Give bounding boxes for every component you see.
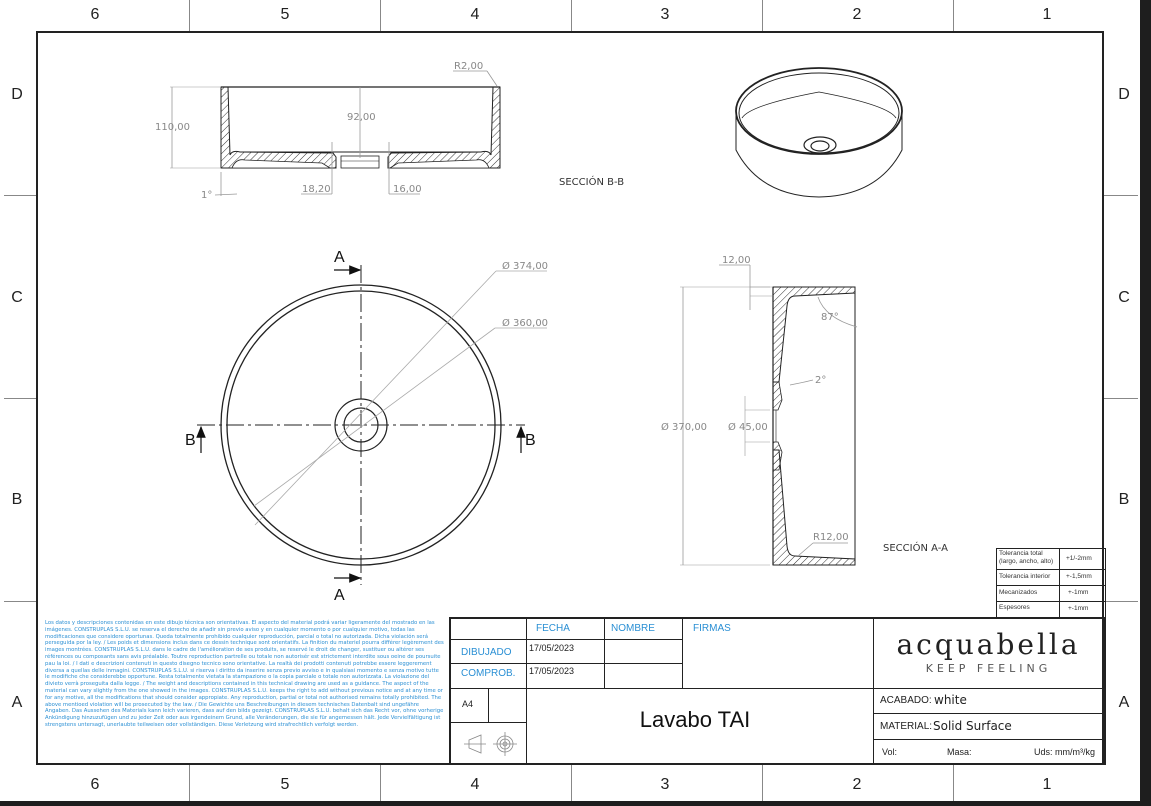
zone-col-2-bottom: 2 xyxy=(852,776,862,793)
dim-drain-right: 16,00 xyxy=(393,184,422,195)
tolerance-value: +-1mm xyxy=(1068,589,1089,596)
zone-col-3-bottom: 3 xyxy=(660,776,670,793)
zone-row-d-right: D xyxy=(1118,86,1130,103)
section-aa-view: Ø 370,00 Ø 45,00 12,00 87° 2° R12,00 xyxy=(661,255,858,566)
brand-logo: acquabella xyxy=(896,628,1081,661)
drawing-title: Lavabo TAI xyxy=(639,707,751,732)
tolerance-label: Espesores xyxy=(999,604,1030,611)
zone-row-c-left: C xyxy=(11,289,23,306)
zone-divider xyxy=(571,0,572,31)
zone-col-2-top: 2 xyxy=(852,6,862,23)
sheet-size: A4 xyxy=(462,699,474,709)
zone-divider xyxy=(953,765,954,801)
dim-aa-diameter: Ø 370,00 xyxy=(661,421,707,433)
zone-divider xyxy=(953,0,954,31)
zone-divider xyxy=(189,0,190,31)
zone-col-5-top: 5 xyxy=(280,6,290,23)
zone-divider xyxy=(380,0,381,31)
section-bb-view: 110,00 92,00 R2,00 1° 18,20 16,00 xyxy=(155,61,501,201)
zone-col-6-top: 6 xyxy=(90,6,100,23)
acabado-value: white xyxy=(934,693,967,707)
zone-divider xyxy=(571,765,572,801)
zone-divider xyxy=(4,398,36,399)
isometric-view xyxy=(735,67,903,198)
acabado-label: ACABADO: xyxy=(880,695,932,706)
section-bb-label: SECCIÓN B-B xyxy=(559,175,624,188)
zone-row-b-left: B xyxy=(11,491,23,508)
zone-row-c-right: C xyxy=(1118,289,1130,306)
zone-col-4-bottom: 4 xyxy=(470,776,480,793)
zone-col-3-top: 3 xyxy=(660,6,670,23)
masa-label: Masa: xyxy=(947,747,972,757)
date-dibujado: 17/05/2023 xyxy=(529,643,575,653)
dim-height: 110,00 xyxy=(155,122,190,133)
zone-col-5-bottom: 5 xyxy=(280,776,290,793)
dim-angle-outer: 87° xyxy=(821,312,839,323)
zone-col-1-top: 1 xyxy=(1042,6,1052,23)
zone-row-a-right: A xyxy=(1118,694,1130,711)
header-firmas: FIRMAS xyxy=(693,623,731,634)
cut-a-label-bottom: A xyxy=(334,587,345,604)
cut-a-label-top: A xyxy=(334,249,345,266)
zone-divider xyxy=(189,765,190,801)
dim-inner-depth: 92,00 xyxy=(347,112,376,123)
cut-b-label-left: B xyxy=(185,432,196,449)
date-comprob: 17/05/2023 xyxy=(529,666,575,676)
dim-outer-diameter: Ø 374,00 xyxy=(502,260,548,272)
tolerance-label: Mecanizados xyxy=(999,589,1038,596)
dim-drain-diameter: Ø 45,00 xyxy=(728,421,768,433)
zone-divider xyxy=(380,765,381,801)
material-value: Solid Surface xyxy=(933,719,1012,733)
tolerance-value: +-1mm xyxy=(1068,605,1089,612)
zone-divider xyxy=(1104,601,1138,602)
section-aa-label: SECCIÓN A-A xyxy=(883,541,948,554)
dim-drain-left: 18,20 xyxy=(302,184,331,195)
row-label-comprob: COMPROB. xyxy=(461,668,516,679)
units-label: Uds: mm/m³/kg xyxy=(1034,747,1096,757)
projection-symbol-icon xyxy=(464,732,517,756)
zone-col-1-bottom: 1 xyxy=(1042,776,1052,793)
dim-radius-top: R2,00 xyxy=(454,61,483,72)
material-label: MATERIAL: xyxy=(880,721,933,732)
zone-divider xyxy=(4,195,36,196)
dim-draft-angle: 1° xyxy=(201,190,212,201)
zone-row-d-left: D xyxy=(11,86,23,103)
zone-col-6-bottom: 6 xyxy=(90,776,100,793)
zone-divider xyxy=(762,0,763,31)
zone-divider xyxy=(762,765,763,801)
dim-inner-diameter: Ø 360,00 xyxy=(502,317,548,329)
tolerance-label: Tolerancia total (largo, ancho, alto) xyxy=(999,550,1054,565)
legal-disclaimer: Los datos y descripciones contenidas en … xyxy=(45,620,444,728)
top-view: A A B B Ø 374,00 Ø 360,00 xyxy=(185,249,548,604)
header-fecha: FECHA xyxy=(536,623,570,634)
zone-divider xyxy=(1104,398,1138,399)
row-label-dibujado: DIBUJADO xyxy=(461,647,512,658)
zone-col-4-top: 4 xyxy=(470,6,480,23)
tolerance-label: Tolerancia interior xyxy=(999,573,1051,580)
zone-divider xyxy=(4,601,36,602)
zone-row-b-right: B xyxy=(1118,491,1130,508)
dim-rim: 12,00 xyxy=(722,255,751,266)
vol-label: Vol: xyxy=(882,747,898,757)
zone-divider xyxy=(1104,195,1138,196)
tolerance-value: +-1,5mm xyxy=(1066,573,1092,580)
dim-angle-inner: 2° xyxy=(815,375,826,386)
tolerance-value: +1/-2mm xyxy=(1066,555,1092,562)
header-nombre: NOMBRE xyxy=(611,623,655,634)
cut-b-label-right: B xyxy=(525,432,536,449)
brand-tagline: KEEP FEELING xyxy=(925,662,1052,675)
dim-fillet: R12,00 xyxy=(813,532,849,543)
zone-row-a-left: A xyxy=(11,694,23,711)
